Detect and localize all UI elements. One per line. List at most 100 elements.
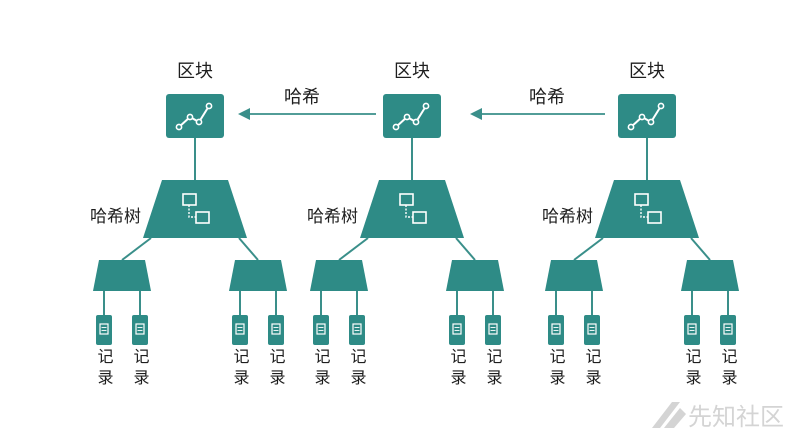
chart-line-icon-node: [195, 118, 203, 126]
record-box: [268, 315, 284, 345]
watermark-text: 先知社区: [688, 403, 784, 431]
chart-line-icon-path: [395, 105, 427, 128]
document-icon: [587, 323, 597, 335]
hash-tree-node: [310, 260, 368, 291]
document-icon-frame: [235, 323, 245, 335]
chart-line-icon-node: [657, 102, 665, 110]
watermark: 先知社区: [652, 402, 784, 431]
document-icon: [723, 323, 733, 335]
record-box: [584, 315, 600, 345]
record-label: 记录: [484, 348, 503, 390]
document-icon: [135, 323, 145, 335]
hash-tree-label: 哈希树: [542, 207, 593, 227]
record-label: 记录: [95, 348, 114, 390]
network-link-icon: [405, 205, 413, 218]
chart-line-icon-node: [422, 102, 430, 110]
document-icon: [271, 323, 281, 335]
network-link-icon: [188, 205, 196, 218]
document-icon: [452, 323, 462, 335]
computer-network-icon: [182, 193, 210, 224]
logo-icon-shape: [652, 402, 680, 428]
chart-line-icon-node: [186, 113, 194, 121]
tree-branch-line: [238, 237, 259, 261]
block-box: [618, 94, 676, 138]
document-icon-frame: [723, 323, 733, 335]
document-icon: [488, 323, 498, 335]
hash-link-2: 哈希: [470, 87, 605, 120]
tree-branch-line: [338, 237, 369, 261]
block-box: [383, 94, 441, 138]
document-icon-frame: [271, 323, 281, 335]
chart-line-icon-node: [175, 123, 183, 131]
block-label: 区块: [177, 61, 213, 82]
record-box: [449, 315, 465, 345]
document-icon: [551, 323, 561, 335]
block-label: 区块: [394, 61, 430, 82]
document-icon-frame: [99, 323, 109, 335]
document-icon: [687, 323, 697, 335]
block-group-1: 区块哈希树记录记录记录记录: [90, 61, 287, 390]
tree-branch-line: [573, 237, 604, 261]
document-icon: [316, 323, 326, 335]
chart-line-icon-node: [638, 113, 646, 121]
hash-tree-label: 哈希树: [90, 207, 141, 227]
document-icon-frame: [352, 323, 362, 335]
hash-link-label: 哈希: [284, 87, 320, 108]
document-icon-frame: [135, 323, 145, 335]
record-box: [132, 315, 148, 345]
block-box: [166, 94, 224, 138]
record-label: 记录: [131, 348, 150, 390]
chart-line-icon-node: [412, 118, 420, 126]
record-box: [96, 315, 112, 345]
hash-tree-root: [595, 180, 699, 238]
chart-line-icon-node: [647, 118, 655, 126]
links-layer: 哈希 哈希: [238, 87, 605, 120]
chart-line-icon: [627, 102, 665, 131]
hash-tree-root: [143, 180, 247, 238]
record-box: [720, 315, 736, 345]
logo-icon: [652, 402, 686, 428]
tree-branch-line: [455, 237, 476, 261]
block-group-3: 区块哈希树记录记录记录记录: [542, 61, 739, 390]
record-box: [548, 315, 564, 345]
chart-line-icon-node: [205, 102, 213, 110]
record-label: 记录: [547, 348, 566, 390]
hash-tree-node: [93, 260, 151, 291]
tree-branch-line: [121, 237, 152, 261]
record-label: 记录: [719, 348, 738, 390]
block-group-2: 区块哈希树记录记录记录记录: [307, 61, 504, 390]
chart-line-icon-node: [627, 123, 635, 131]
hash-tree-node: [229, 260, 287, 291]
block-label: 区块: [629, 61, 665, 82]
arrow-left-icon: [470, 108, 482, 120]
record-label: 记录: [312, 348, 331, 390]
chart-line-icon-node: [392, 123, 400, 131]
record-label: 记录: [231, 348, 250, 390]
computer-network-icon: [399, 193, 427, 224]
logo-icon-shape: [664, 408, 686, 428]
document-icon: [235, 323, 245, 335]
record-box: [485, 315, 501, 345]
arrow-left-icon: [238, 108, 250, 120]
record-box: [313, 315, 329, 345]
chart-line-icon-node: [403, 113, 411, 121]
document-icon: [352, 323, 362, 335]
chart-line-icon-path: [630, 105, 662, 128]
document-icon-frame: [488, 323, 498, 335]
record-box: [349, 315, 365, 345]
record-label: 记录: [267, 348, 286, 390]
record-box: [684, 315, 700, 345]
tree-branch-line: [690, 237, 711, 261]
document-icon-frame: [687, 323, 697, 335]
hash-link-label: 哈希: [529, 87, 565, 108]
chart-line-icon: [392, 102, 430, 131]
hash-tree-node: [446, 260, 504, 291]
document-icon-frame: [316, 323, 326, 335]
document-icon-frame: [452, 323, 462, 335]
hash-tree-label: 哈希树: [307, 207, 358, 227]
record-label: 记录: [348, 348, 367, 390]
document-icon: [99, 323, 109, 335]
chart-line-icon-path: [178, 105, 210, 128]
